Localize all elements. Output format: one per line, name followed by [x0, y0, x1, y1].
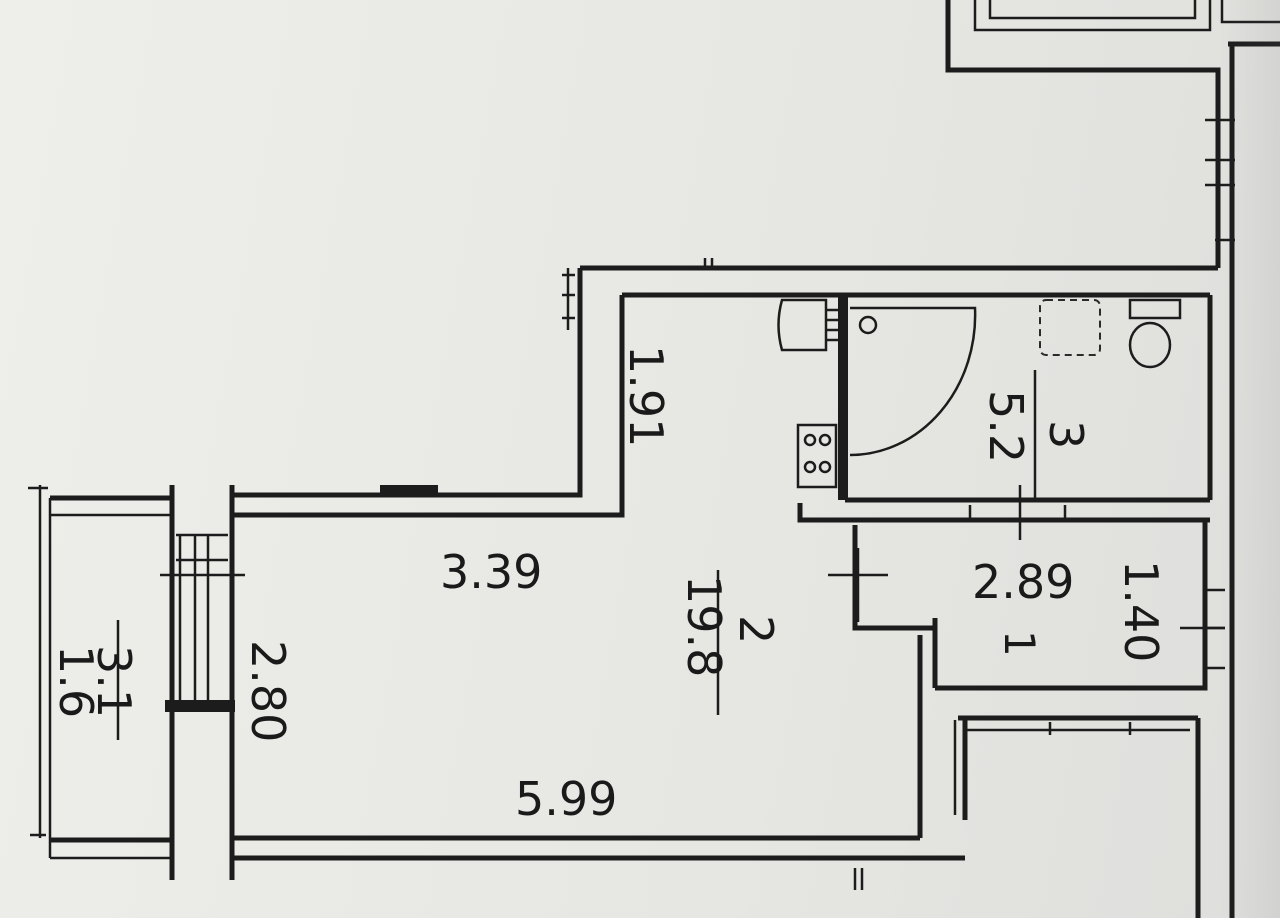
balcony-area: 1.6	[49, 645, 103, 718]
hall-depth-dim: 1.40	[1114, 560, 1168, 662]
bathroom-walls	[777, 295, 1213, 540]
balcony-label-group: 3.1 1.6	[49, 620, 141, 740]
bathroom-number: 3	[1039, 420, 1093, 449]
hall-number: 1	[995, 630, 1044, 657]
bathroom-label-group: 3 5.2	[979, 390, 1093, 463]
balcony-walls	[28, 485, 245, 860]
balcony-number: 3.1	[87, 645, 141, 718]
main-width-top-dim: 3.39	[440, 545, 542, 599]
neighbor-unit-bottom	[953, 715, 1201, 918]
apartment-walls	[169, 268, 1210, 890]
bathroom-area: 5.2	[979, 390, 1033, 463]
main-width-bottom-dim: 5.99	[515, 772, 617, 826]
main-room-label-group: 2 19.8	[677, 570, 783, 715]
main-room-area: 19.8	[677, 575, 731, 677]
main-depth-dim: 2.80	[241, 640, 295, 742]
corridor-wall	[580, 258, 1218, 271]
hall-walls	[797, 503, 1225, 691]
neighbor-unit-top	[945, 0, 1280, 918]
main-room-number: 2	[729, 615, 783, 644]
hall-width-dim: 2.89	[972, 555, 1074, 609]
page-edge-shadow	[1220, 0, 1280, 918]
kitchen-depth-dim: 1.91	[619, 345, 673, 447]
